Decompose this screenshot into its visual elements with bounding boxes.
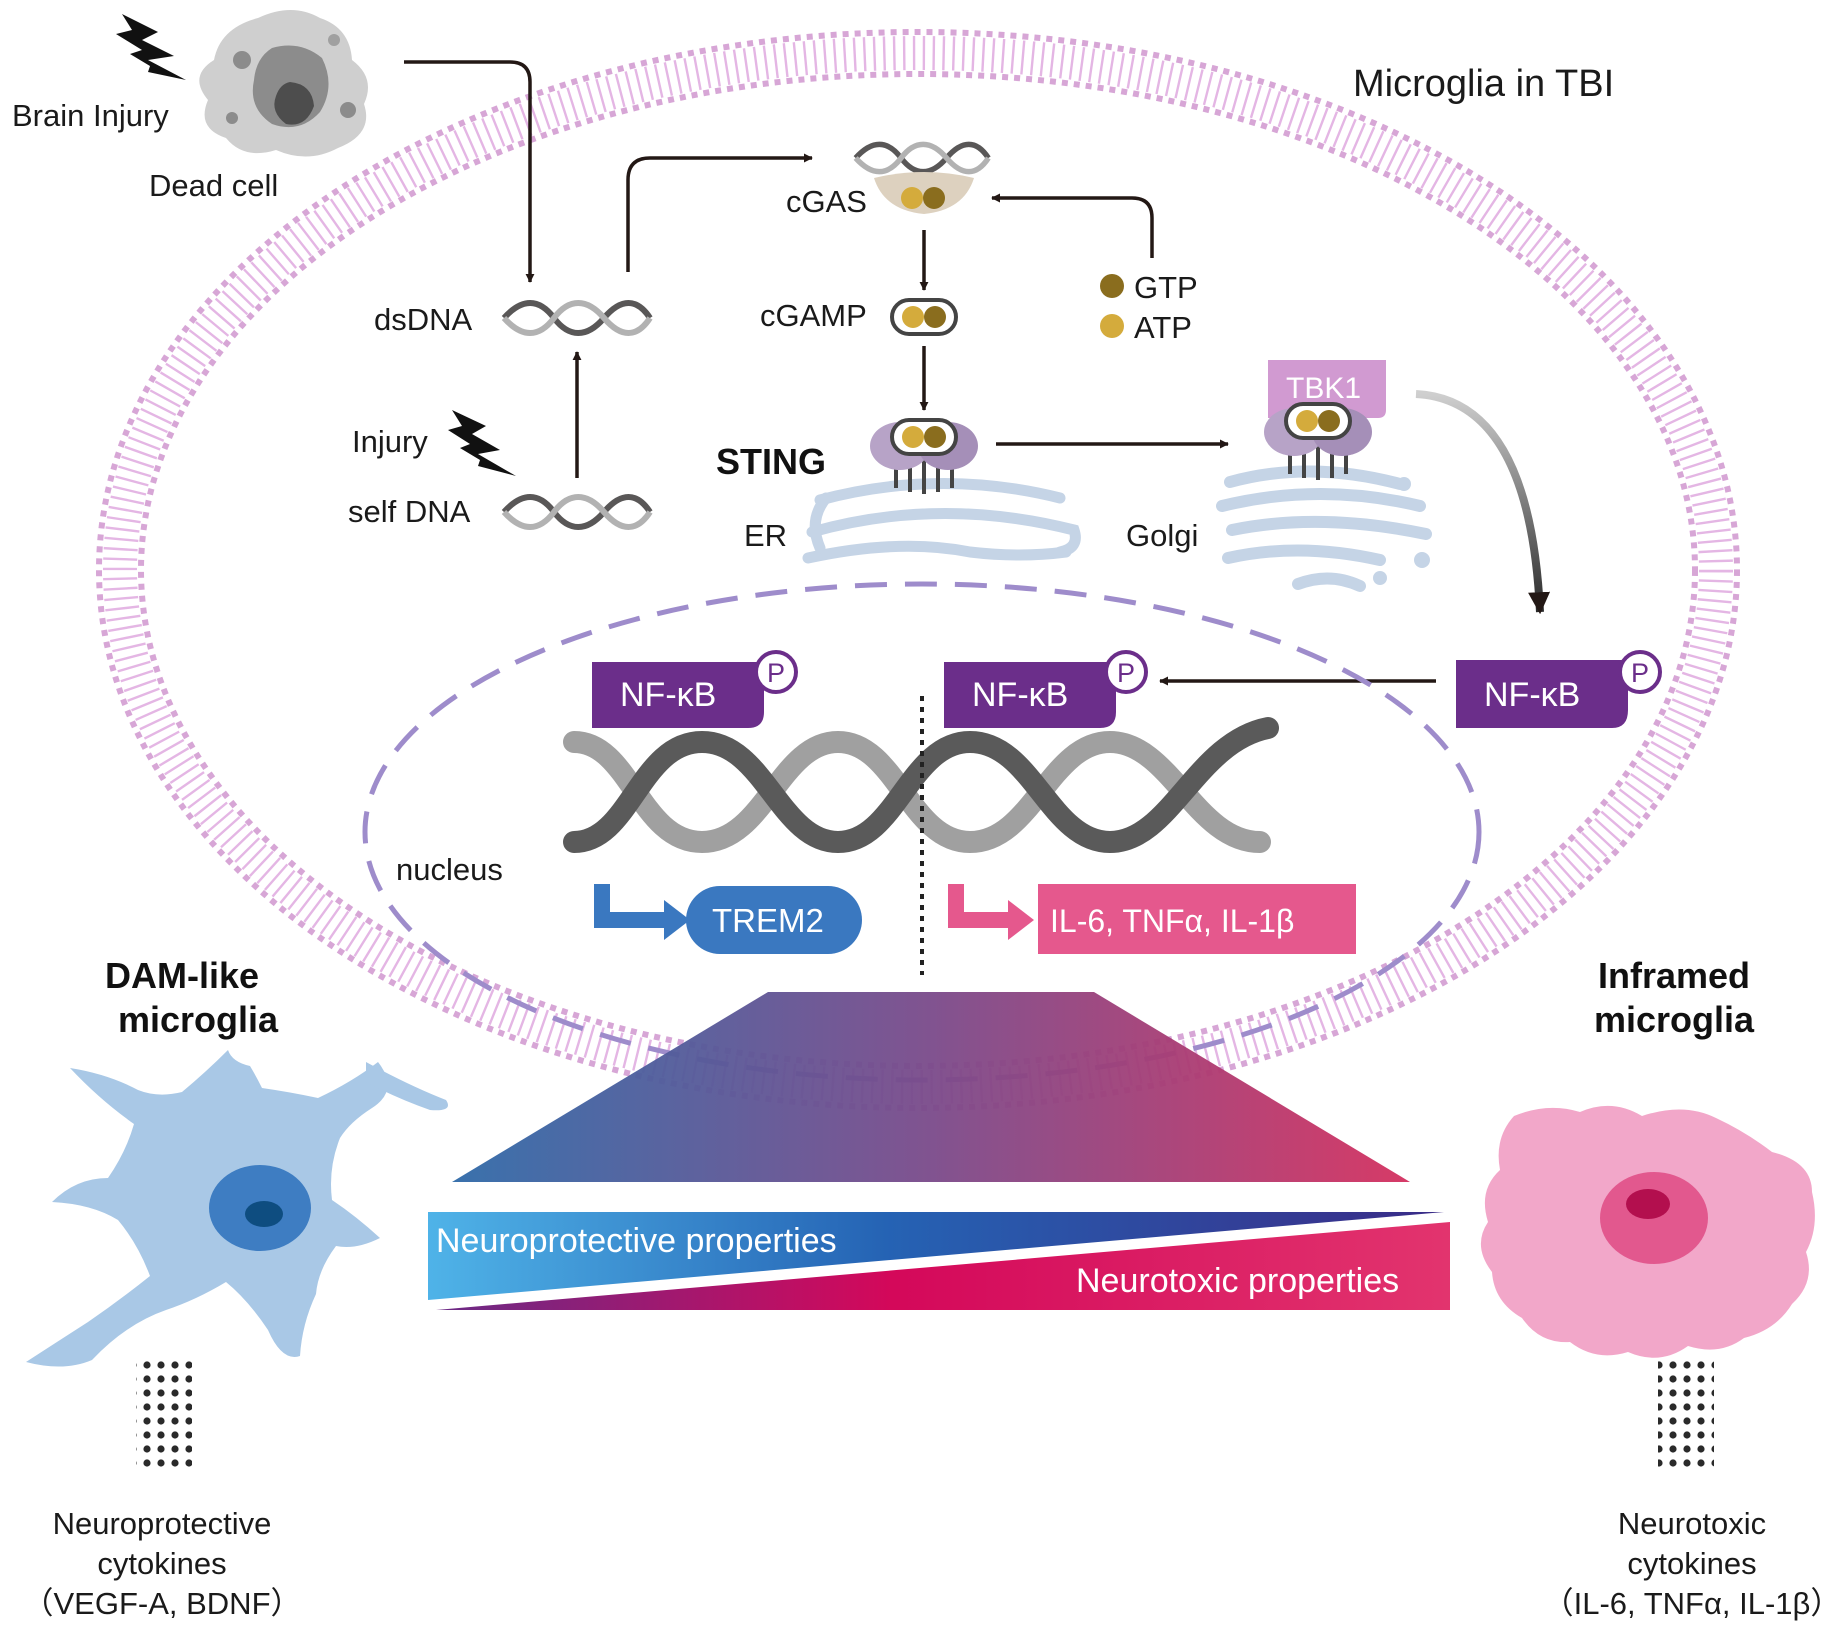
inflamed-cytokine-dots-icon — [1658, 1360, 1714, 1472]
gtp-label: GTP — [1134, 270, 1198, 305]
self-dna-label: self DNA — [348, 494, 471, 529]
balance-trapezoid — [452, 992, 1410, 1182]
nucleus-label: nucleus — [396, 852, 503, 887]
trem2-promoter-arrow-icon — [594, 884, 666, 928]
neuroprotective-label: Neuroprotective properties — [436, 1222, 837, 1260]
np-cytokines-1: Neuroprotective — [53, 1506, 272, 1541]
dead-cell-icon — [199, 10, 368, 157]
dam-like-microglia-icon — [26, 1050, 448, 1367]
dead-cell-label: Dead cell — [149, 168, 278, 203]
trem2-label: TREM2 — [712, 902, 824, 939]
tbk1-protein-icon — [1264, 360, 1386, 480]
trem2-box — [686, 886, 862, 954]
dead-cell-to-dsdna-arrow — [404, 60, 535, 283]
cgas-bound-dna — [856, 144, 989, 171]
cgas-enzyme-icon — [874, 172, 974, 214]
cgamp-label: cGAMP — [760, 298, 867, 333]
er-icon — [802, 478, 1081, 564]
sting-label: STING — [716, 441, 826, 482]
cgas-gtp-dot — [901, 187, 923, 209]
nt-cytokines-3: （IL-6, TNFα, IL-1β） — [1543, 1586, 1834, 1621]
golgi-vesicle — [1373, 571, 1387, 585]
inframed-title-1: Inframed — [1598, 955, 1750, 996]
neurotoxic-wedge — [436, 1222, 1450, 1310]
np-cytokines-2: cytokines — [97, 1546, 226, 1581]
self-dna-helix — [504, 497, 650, 527]
nfkb-left-label: NF-κB — [620, 676, 716, 714]
neurotoxic-label: Neurotoxic properties — [1076, 1262, 1399, 1300]
atp-label: ATP — [1134, 310, 1192, 345]
injury-label: Injury — [352, 424, 428, 459]
nfkb-center-label: NF-κB — [972, 676, 1068, 714]
diagram-title: Microglia in TBI — [1353, 63, 1614, 105]
cgamp-molecule-icon — [890, 298, 958, 336]
phospho-center-label: P — [1117, 658, 1135, 688]
nfkb-left — [592, 650, 798, 728]
np-cytokines-3: （VEGF-A, BDNF） — [22, 1586, 301, 1621]
inflamed-microglia-icon — [1480, 1105, 1815, 1358]
phospho-left-label: P — [767, 658, 785, 688]
cgas-atp-dot — [923, 187, 945, 209]
inflam-genes-box — [1038, 884, 1356, 954]
dam-like-title-2: microglia — [118, 999, 279, 1040]
lightning-icon — [116, 14, 186, 80]
er-label: ER — [744, 518, 787, 553]
inflam-promoter-arrow-icon — [948, 884, 1010, 928]
golgi-vesicle — [1414, 552, 1430, 568]
cgas-label: cGAS — [786, 184, 867, 219]
sting-protein-icon — [870, 418, 978, 494]
nfkb-cytoplasm — [1456, 650, 1662, 728]
gtp-atp-to-cgas-arrow — [991, 193, 1154, 258]
nfkb-center — [944, 650, 1148, 728]
dam-like-title-1: DAM-like — [105, 955, 259, 996]
tbk1-label: TBK1 — [1286, 372, 1361, 405]
dsdna-to-cgas-arrow — [626, 153, 813, 272]
dam-cytokine-dots-icon — [136, 1360, 192, 1472]
dsdna-label: dsDNA — [374, 302, 473, 337]
pathway-arrows — [404, 60, 1436, 686]
nt-cytokines-2: cytokines — [1627, 1546, 1756, 1581]
gtp-dot — [1100, 274, 1124, 298]
trem2-promoter-arrowhead — [664, 900, 690, 940]
injury-lightning-icon — [448, 410, 516, 476]
chromatin-helix — [563, 717, 1279, 854]
brain-injury-label: Brain Injury — [12, 98, 169, 133]
golgi-icon — [1216, 465, 1432, 592]
inframed-title-2: microglia — [1594, 999, 1755, 1040]
golgi-label: Golgi — [1126, 518, 1198, 553]
dsdna-helix — [504, 303, 650, 333]
phospho-cytoplasm-label: P — [1631, 658, 1649, 688]
inflam-genes-label: IL-6, TNFα, IL-1β — [1050, 903, 1294, 939]
tbk1-to-nfkb-arrow — [1415, 390, 1551, 615]
atp-dot — [1100, 314, 1124, 338]
nt-cytokines-1: Neurotoxic — [1618, 1506, 1766, 1541]
nfkb-cytoplasm-label: NF-κB — [1484, 676, 1580, 714]
golgi-vesicle — [1397, 477, 1411, 491]
inflam-promoter-arrowhead — [1008, 900, 1034, 940]
neuroprotective-wedge — [428, 1212, 1444, 1300]
